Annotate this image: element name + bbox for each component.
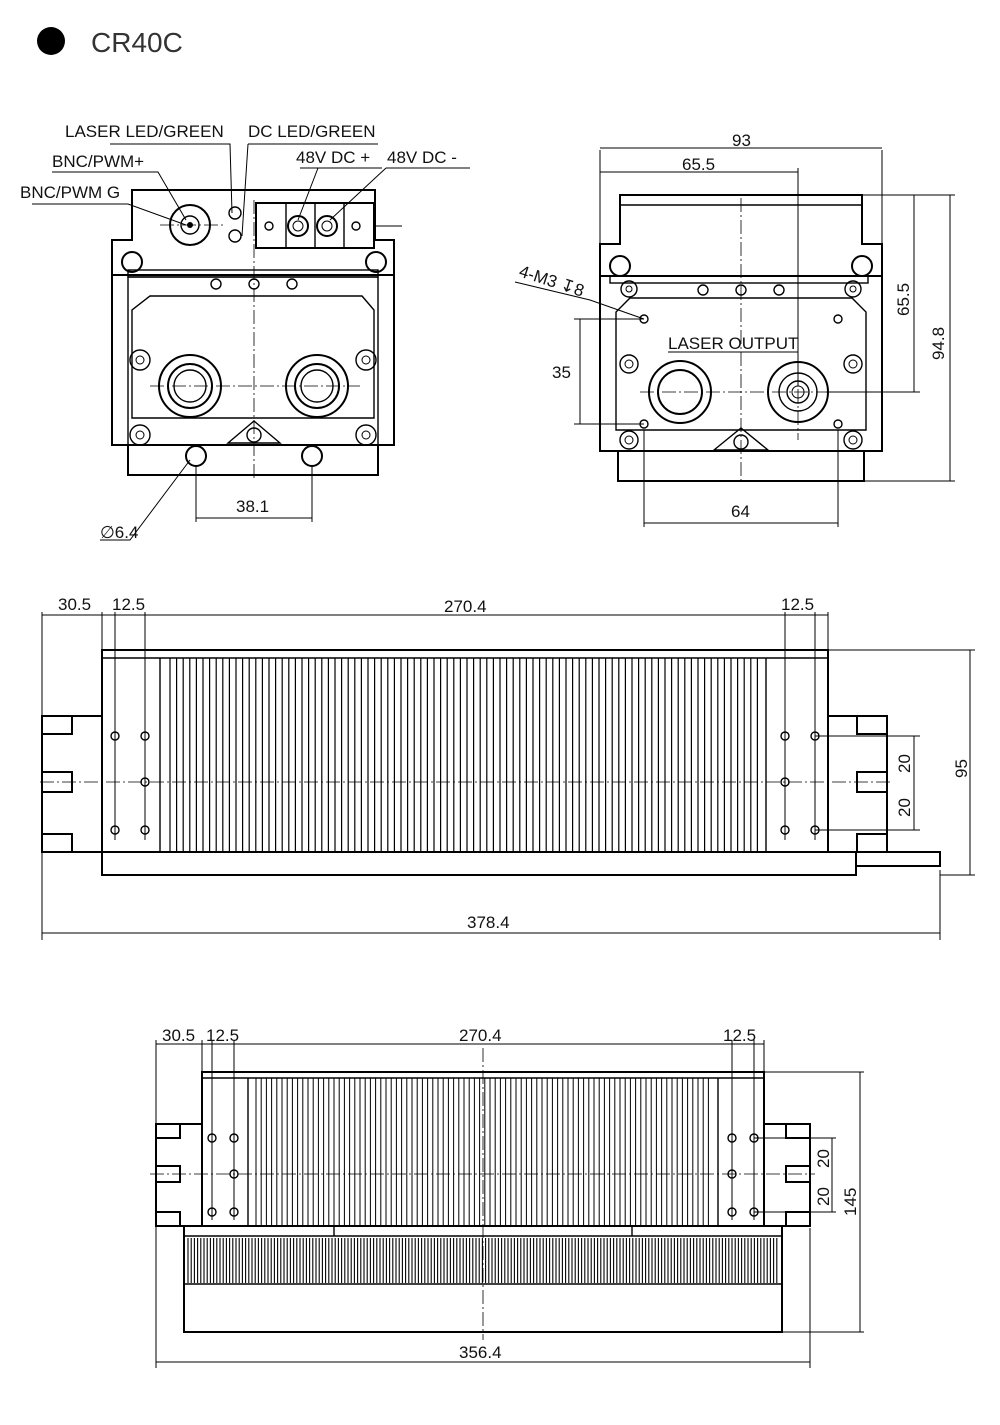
dim-bottom-e: 20 xyxy=(814,1149,833,1168)
dim-top-c: 270.4 xyxy=(444,597,487,616)
dim-side-hole-pitch-h: 64 xyxy=(731,502,750,521)
dim-top-f: 20 xyxy=(895,798,914,817)
side-view: 93 65.5 65.5 94.8 35 64 4-M3 ↧8 LASER OU… xyxy=(514,131,955,527)
dim-pitch: 38.1 xyxy=(236,497,269,516)
top-view: 30.5 12.5 270.4 12.5 20 20 95 378.4 xyxy=(40,595,975,940)
dim-bottom-total: 356.4 xyxy=(459,1343,502,1362)
dim-bottom-d: 12.5 xyxy=(723,1026,756,1045)
laser-output-label: LASER OUTPUT xyxy=(668,334,798,353)
dim-bottom-c: 270.4 xyxy=(459,1026,502,1045)
laser-led-label: LASER LED/GREEN xyxy=(65,122,224,141)
dim-bottom-height: 145 xyxy=(841,1188,860,1216)
dim-side-width: 93 xyxy=(732,131,751,150)
dc-minus-label: 48V DC - xyxy=(387,148,457,167)
dc-led-label: DC LED/GREEN xyxy=(248,122,376,141)
dim-side-hole-pitch-v: 35 xyxy=(552,363,571,382)
dim-top-height: 95 xyxy=(952,759,971,778)
front-view: LASER LED/GREEN DC LED/GREEN BNC/PWM+ BN… xyxy=(20,122,470,542)
dim-bottom-a: 30.5 xyxy=(162,1026,195,1045)
drawing-title: CR40C xyxy=(91,27,183,58)
dim-side-height-b: 94.8 xyxy=(929,327,948,360)
dim-top-a: 30.5 xyxy=(58,595,91,614)
dim-bottom-b: 12.5 xyxy=(206,1026,239,1045)
dc-plus-label: 48V DC + xyxy=(296,148,370,167)
title-bullet xyxy=(37,27,65,55)
dim-side-offset: 65.5 xyxy=(682,155,715,174)
dim-hole-diameter: ∅6.4 xyxy=(100,523,138,542)
dim-top-b: 12.5 xyxy=(112,595,145,614)
dim-side-height-a: 65.5 xyxy=(894,283,913,316)
bottom-view: 30.5 12.5 270.4 12.5 20 20 145 356.4 xyxy=(150,1026,864,1368)
bnc-pwm-plus-label: BNC/PWM+ xyxy=(52,152,144,171)
dim-top-d: 12.5 xyxy=(781,595,814,614)
dim-bottom-f: 20 xyxy=(814,1187,833,1206)
dim-top-total: 378.4 xyxy=(467,913,510,932)
mount-hole-label: 4-M3 ↧8 xyxy=(517,262,587,301)
dim-top-e: 20 xyxy=(895,754,914,773)
bnc-pwm-g-label: BNC/PWM G xyxy=(20,183,120,202)
